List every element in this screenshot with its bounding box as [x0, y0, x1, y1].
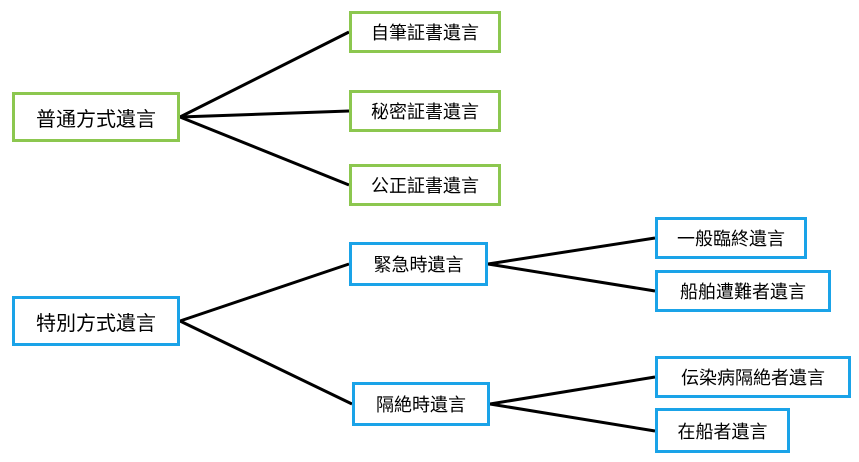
ordinary-will-label: 普通方式遺言: [36, 106, 156, 131]
connector-isolated-onboard: [489, 402, 656, 433]
ordinary-will-node: 普通方式遺言: [12, 92, 180, 142]
holographic-will-node: 自筆証書遺言: [349, 11, 501, 53]
emergency-will-node: 緊急時遺言: [349, 242, 488, 286]
notarial-will-node: 公正証書遺言: [349, 164, 501, 206]
onboard-will-node: 在船者遺言: [655, 408, 790, 453]
secret-will-label: 秘密証書遺言: [371, 102, 479, 123]
connector-ordinary-holographic: [179, 30, 350, 119]
shipwreck-will-node: 船舶遭難者遺言: [655, 270, 831, 312]
infectious-isolation-will-label: 伝染病隔絶者遺言: [681, 368, 825, 389]
connector-special-isolated: [179, 319, 353, 406]
connector-emergency-shipwreck: [487, 262, 656, 293]
secret-will-node: 秘密証書遺言: [349, 90, 501, 132]
general-deathbed-will-node: 一般臨終遺言: [655, 217, 807, 259]
connector-isolated-infectious: [489, 375, 656, 406]
connector-emergency-general-deathbed: [487, 236, 656, 266]
general-deathbed-will-label: 一般臨終遺言: [677, 229, 785, 250]
isolated-will-label: 隔絶時遺言: [376, 395, 466, 416]
special-will-node: 特別方式遺言: [12, 296, 180, 346]
notarial-will-label: 公正証書遺言: [371, 176, 479, 197]
special-will-label: 特別方式遺言: [36, 310, 156, 335]
shipwreck-will-label: 船舶遭難者遺言: [680, 282, 806, 303]
isolated-will-node: 隔絶時遺言: [352, 382, 490, 426]
emergency-will-label: 緊急時遺言: [373, 255, 464, 276]
holographic-will-label: 自筆証書遺言: [371, 23, 479, 44]
connector-ordinary-notarial: [179, 115, 350, 187]
onboard-will-label: 在船者遺言: [677, 421, 768, 443]
infectious-isolation-will-node: 伝染病隔絶者遺言: [655, 356, 851, 398]
connector-ordinary-secret: [179, 109, 350, 119]
connector-special-emergency: [179, 262, 350, 323]
